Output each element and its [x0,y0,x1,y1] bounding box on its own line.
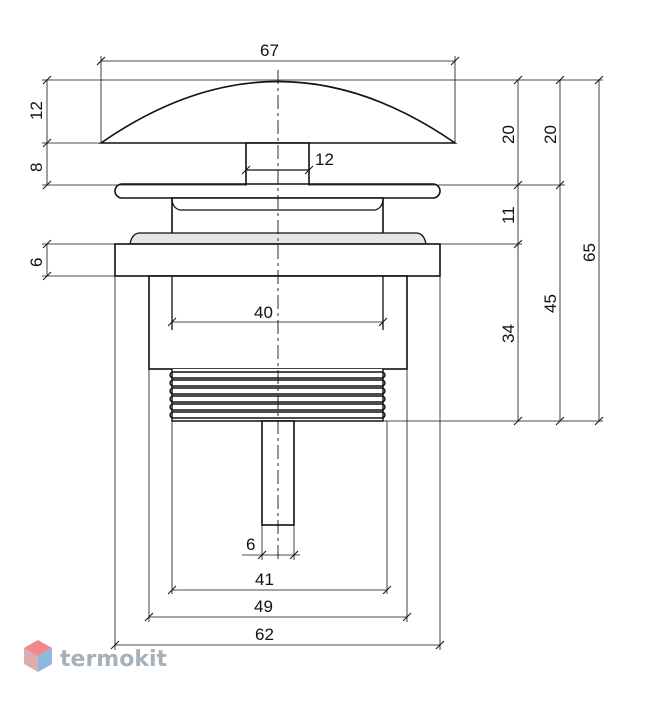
dim-stem-width: 12 [315,150,334,169]
watermark-text: termokit [60,647,167,672]
dim-collar-height: 11 [499,206,518,224]
top-ring [114,183,441,199]
dim-total-height: 65 [580,243,599,262]
dim-body-width: 49 [254,597,273,616]
dim-thread-width: 41 [255,570,274,589]
dim-pin-width: 6 [246,535,255,554]
stem [245,142,310,186]
dim-body-height: 34 [499,324,518,343]
dim-stem-height: 8 [27,163,46,172]
watermark-logo: termokit [24,640,167,672]
dim-flange-width: 62 [255,625,274,644]
dome-cap [98,80,458,144]
dim-right-20a: 20 [499,125,518,144]
dim-cap-height: 12 [27,101,46,120]
collar [171,197,384,236]
dim-lower-height: 45 [541,294,560,313]
dim-cap-width: 67 [260,41,279,60]
flange [114,243,441,277]
dim-right-20b: 20 [541,125,560,144]
dim-flange-thickness: 6 [27,258,46,267]
thread [169,369,386,422]
dim-inner-width: 40 [254,303,273,322]
